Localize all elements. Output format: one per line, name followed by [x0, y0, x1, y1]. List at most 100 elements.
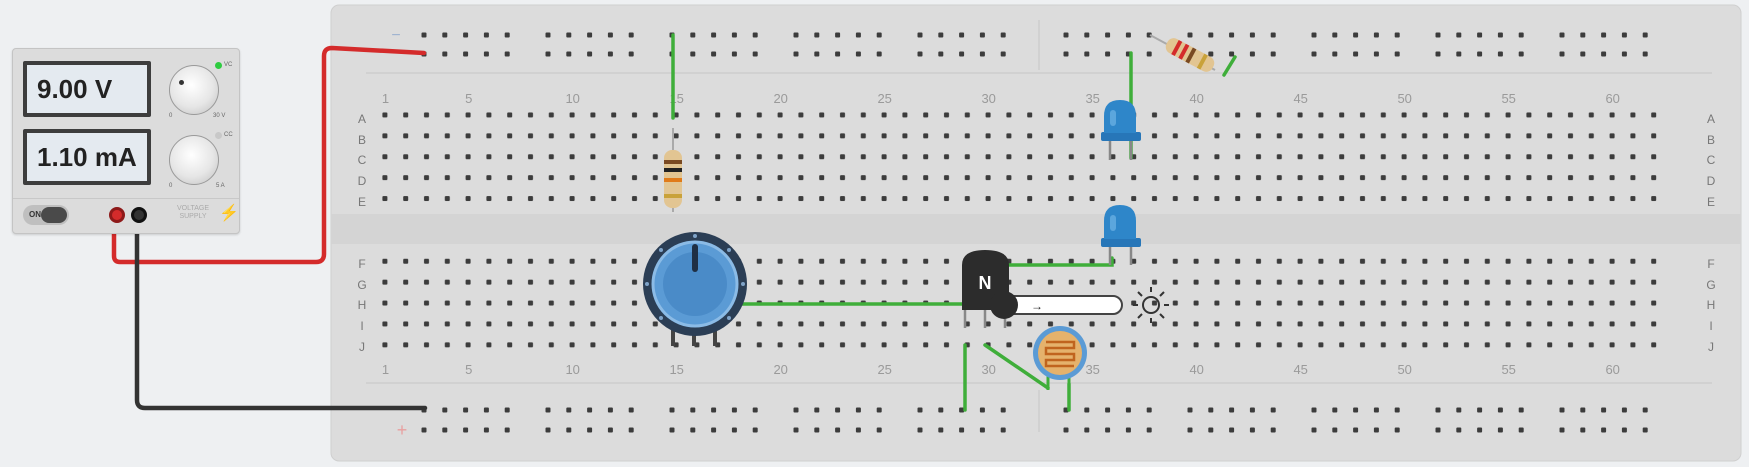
rail-hole[interactable] — [669, 427, 675, 433]
rail-hole[interactable] — [463, 427, 469, 433]
rail-hole[interactable] — [1435, 51, 1441, 57]
rail-hole[interactable] — [690, 427, 696, 433]
rail-hole[interactable] — [545, 407, 551, 413]
rail-hole[interactable] — [1477, 51, 1483, 57]
rail-hole[interactable] — [1105, 427, 1111, 433]
rail-hole[interactable] — [1373, 407, 1379, 413]
power-toggle[interactable]: ON — [23, 205, 69, 225]
rail-hole[interactable] — [1208, 427, 1214, 433]
rail-hole[interactable] — [711, 51, 717, 57]
led-blue-top[interactable] — [1101, 100, 1141, 160]
rail-hole[interactable] — [876, 407, 882, 413]
rail-hole[interactable] — [917, 51, 923, 57]
rail-hole[interactable] — [1394, 407, 1400, 413]
rail-hole[interactable] — [752, 51, 758, 57]
rail-hole[interactable] — [566, 427, 572, 433]
rail-hole[interactable] — [483, 407, 489, 413]
rail-hole[interactable] — [1084, 427, 1090, 433]
rail-hole[interactable] — [1000, 51, 1006, 57]
rail-hole[interactable] — [690, 32, 696, 38]
rail-hole[interactable] — [628, 407, 634, 413]
rail-hole[interactable] — [814, 32, 820, 38]
rail-hole[interactable] — [855, 407, 861, 413]
rail-hole[interactable] — [1601, 407, 1607, 413]
rail-hole[interactable] — [587, 51, 593, 57]
rail-hole[interactable] — [628, 51, 634, 57]
rail-hole[interactable] — [1601, 427, 1607, 433]
rail-hole[interactable] — [1642, 51, 1648, 57]
rail-hole[interactable] — [1311, 32, 1317, 38]
green-wire[interactable] — [983, 256, 1114, 267]
rail-hole[interactable] — [1456, 32, 1462, 38]
rail-hole[interactable] — [855, 51, 861, 57]
rail-hole[interactable] — [731, 427, 737, 433]
rail-hole[interactable] — [1311, 51, 1317, 57]
rail-hole[interactable] — [1621, 407, 1627, 413]
rail-hole[interactable] — [1146, 51, 1152, 57]
rail-hole[interactable] — [1105, 51, 1111, 57]
rail-hole[interactable] — [1477, 427, 1483, 433]
rail-hole[interactable] — [463, 407, 469, 413]
rail-hole[interactable] — [545, 51, 551, 57]
rail-hole[interactable] — [938, 32, 944, 38]
rail-hole[interactable] — [1456, 51, 1462, 57]
photoresistor[interactable] — [1033, 326, 1087, 390]
rail-hole[interactable] — [607, 407, 613, 413]
rail-hole[interactable] — [1456, 427, 1462, 433]
rail-hole[interactable] — [1105, 407, 1111, 413]
rail-hole[interactable] — [959, 427, 965, 433]
rail-hole[interactable] — [793, 407, 799, 413]
rail-hole[interactable] — [1084, 407, 1090, 413]
rail-hole[interactable] — [1497, 407, 1503, 413]
rail-hole[interactable] — [504, 407, 510, 413]
rail-hole[interactable] — [1063, 51, 1069, 57]
rail-hole[interactable] — [1601, 32, 1607, 38]
rail-hole[interactable] — [731, 407, 737, 413]
rail-hole[interactable] — [566, 51, 572, 57]
rail-hole[interactable] — [1249, 427, 1255, 433]
rail-hole[interactable] — [1353, 32, 1359, 38]
rail-hole[interactable] — [1084, 32, 1090, 38]
rail-hole[interactable] — [1270, 407, 1276, 413]
rail-hole[interactable] — [1249, 32, 1255, 38]
rail-hole[interactable] — [1497, 51, 1503, 57]
rail-hole[interactable] — [1000, 407, 1006, 413]
rail-hole[interactable] — [711, 32, 717, 38]
rail-hole[interactable] — [1229, 407, 1235, 413]
rail-hole[interactable] — [1000, 32, 1006, 38]
voltage-knob[interactable] — [169, 65, 219, 115]
rail-hole[interactable] — [1580, 427, 1586, 433]
rail-hole[interactable] — [628, 32, 634, 38]
rail-hole[interactable] — [607, 32, 613, 38]
rail-hole[interactable] — [731, 32, 737, 38]
rail-hole[interactable] — [731, 51, 737, 57]
rail-hole[interactable] — [1270, 427, 1276, 433]
rail-hole[interactable] — [1187, 407, 1193, 413]
rail-hole[interactable] — [1373, 427, 1379, 433]
rail-hole[interactable] — [1270, 51, 1276, 57]
rail-hole[interactable] — [1373, 32, 1379, 38]
rail-hole[interactable] — [1518, 51, 1524, 57]
rail-hole[interactable] — [1435, 32, 1441, 38]
rail-hole[interactable] — [483, 427, 489, 433]
power-supply[interactable]: 9.00 V 1.10 mA VC CC 0 30 V 0 5 A ON VOL… — [12, 48, 240, 234]
rail-hole[interactable] — [1518, 32, 1524, 38]
led-blue-bottom[interactable] — [1101, 205, 1141, 265]
rail-hole[interactable] — [1580, 51, 1586, 57]
rail-hole[interactable] — [1229, 427, 1235, 433]
light-slider[interactable]: → — [990, 291, 1123, 319]
rail-hole[interactable] — [1063, 32, 1069, 38]
rail-hole[interactable] — [1208, 407, 1214, 413]
rail-hole[interactable] — [1559, 32, 1565, 38]
rail-hole[interactable] — [483, 32, 489, 38]
negative-terminal[interactable] — [131, 207, 147, 223]
rail-hole[interactable] — [1249, 51, 1255, 57]
rail-hole[interactable] — [1394, 427, 1400, 433]
rail-hole[interactable] — [1518, 427, 1524, 433]
rail-hole[interactable] — [959, 407, 965, 413]
rail-hole[interactable] — [959, 51, 965, 57]
rail-hole[interactable] — [1642, 427, 1648, 433]
rail-hole[interactable] — [793, 51, 799, 57]
rail-hole[interactable] — [566, 32, 572, 38]
rail-hole[interactable] — [1601, 51, 1607, 57]
